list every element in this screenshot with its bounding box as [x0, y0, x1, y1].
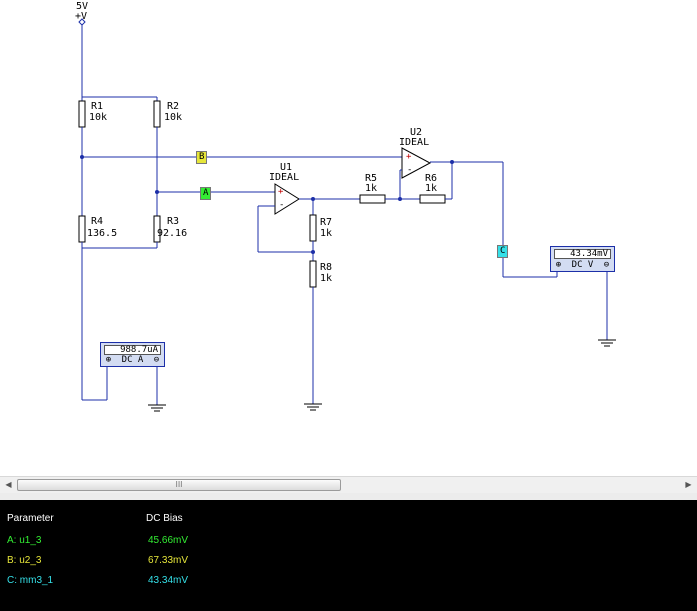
probe-results-panel: Parameter DC Bias A: u1_3 45.66mV B: u2_…	[0, 500, 697, 611]
r1-ref: R1	[91, 101, 104, 112]
panel-separator	[0, 493, 697, 500]
r6-value: 1k	[425, 183, 438, 194]
scroll-right-arrow-icon[interactable]: ▶	[685, 480, 692, 489]
scrollbar-grip: III	[175, 480, 183, 489]
row-c-value: 43.34mV	[148, 575, 189, 586]
u1-plus-sign: +	[278, 187, 284, 197]
u1-triangle	[274, 183, 300, 215]
voltmeter-mode: DC V	[571, 260, 594, 270]
r1-body	[78, 100, 86, 128]
r6-ref: R6	[425, 173, 438, 184]
probe-c-tag[interactable]: C	[497, 245, 509, 258]
r7-body	[309, 214, 317, 242]
u1-minus-sign: -	[279, 200, 285, 210]
r2-ref: R2	[167, 101, 180, 112]
supply-label: +V	[75, 11, 88, 22]
row-a-value: 45.66mV	[148, 535, 189, 546]
row-b-parameter: B: u2_3	[7, 555, 42, 566]
u1-ref: U1	[280, 162, 293, 173]
r3-value: 92.16	[157, 228, 188, 239]
ammeter-mode: DC A	[121, 355, 144, 365]
ground-symbol-3	[598, 339, 616, 347]
r1-value: 10k	[89, 112, 108, 123]
r4-body	[78, 215, 86, 243]
voltmeter-reading: 43.34mV	[554, 249, 611, 259]
ground-symbol-1	[148, 404, 166, 412]
r7-value: 1k	[320, 228, 333, 239]
r6-body	[419, 194, 446, 204]
r2-body	[153, 100, 161, 128]
u2-plus-sign: +	[406, 152, 412, 162]
column-header-dc-bias: DC Bias	[146, 513, 183, 524]
u2-triangle	[401, 147, 432, 179]
schematic-canvas[interactable]: 5V +V R1 10k R2 10k R4 136.5 R3 92.16 R5…	[0, 0, 697, 476]
voltmeter-minus-terminal-icon: ⊖	[603, 260, 610, 270]
supply-name: 5V	[76, 1, 89, 12]
r5-value: 1k	[365, 183, 378, 194]
r7-ref: R7	[320, 217, 333, 228]
r5-ref: R5	[365, 173, 378, 184]
r8-value: 1k	[320, 273, 333, 284]
column-header-parameter: Parameter	[7, 513, 54, 524]
u2-ref: U2	[410, 127, 423, 138]
supply-terminal-symbol	[78, 18, 86, 26]
horizontal-scrollbar[interactable]: ◀ III ▶	[0, 476, 697, 493]
ammeter-minus-terminal-icon: ⊖	[153, 355, 160, 365]
r8-ref: R8	[320, 262, 333, 273]
voltmeter-plus-terminal-icon: ⊕	[555, 260, 562, 270]
r5-body	[359, 194, 386, 204]
r4-ref: R4	[91, 216, 104, 227]
r4-value: 136.5	[87, 228, 118, 239]
ground-symbol-2	[304, 403, 322, 411]
probe-b-tag[interactable]: B	[196, 151, 208, 164]
u2-minus-sign: -	[407, 165, 413, 175]
u1-model: IDEAL	[269, 172, 300, 183]
ammeter[interactable]: 988.7uA ⊕ DC A ⊖	[100, 342, 165, 367]
ammeter-reading: 988.7uA	[104, 345, 161, 355]
scroll-left-arrow-icon[interactable]: ◀	[5, 480, 12, 489]
r2-value: 10k	[164, 112, 183, 123]
r8-body	[309, 260, 317, 288]
row-c-parameter: C: mm3_1	[7, 575, 54, 586]
u2-model: IDEAL	[399, 137, 430, 148]
scrollbar-thumb[interactable]: III	[17, 479, 341, 491]
row-a-parameter: A: u1_3	[7, 535, 42, 546]
r3-ref: R3	[167, 216, 180, 227]
probe-a-tag[interactable]: A	[200, 187, 212, 200]
row-b-value: 67.33mV	[148, 555, 189, 566]
voltmeter[interactable]: 43.34mV ⊕ DC V ⊖	[550, 246, 615, 272]
ammeter-plus-terminal-icon: ⊕	[105, 355, 112, 365]
